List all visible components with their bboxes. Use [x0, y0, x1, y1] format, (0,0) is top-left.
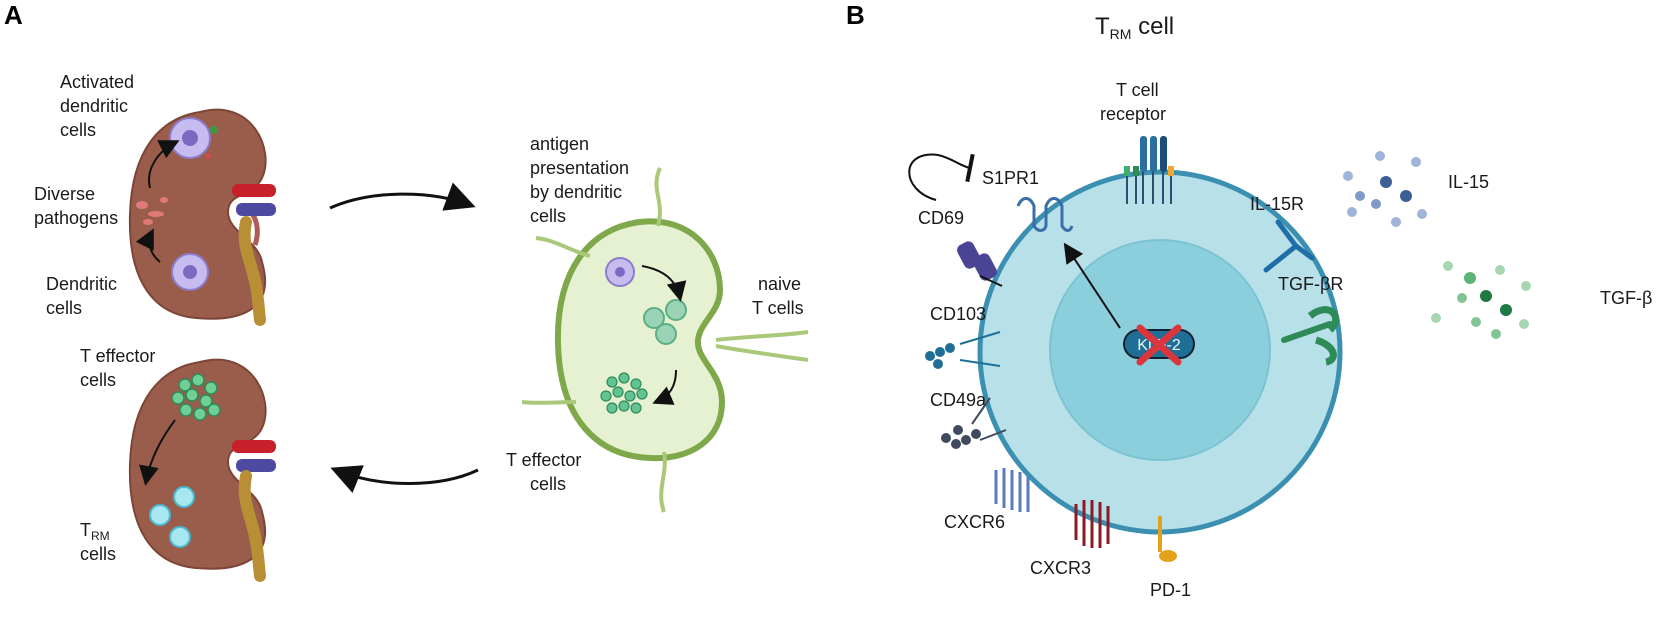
- artery-icon: [232, 184, 276, 197]
- label-diverse-pathogens: Diverse pathogens: [34, 184, 118, 228]
- lymph-node-effector-cells-icon: [600, 372, 648, 414]
- panel-a-label: A: [4, 0, 23, 30]
- kidney-top: [128, 108, 276, 326]
- t-effector-cells-icon: [171, 373, 221, 421]
- s1pr1-receptor-icon: [1016, 197, 1074, 232]
- pd1-receptor-icon: [1158, 516, 1177, 562]
- ureter-icon: [238, 216, 266, 326]
- cxcr3-receptor-icon: [1074, 500, 1110, 548]
- svg-text:antigen: antigen: [530, 134, 589, 154]
- kidney-bottom: [128, 358, 276, 582]
- klf2-blocked-icon: KLF-2: [1123, 324, 1195, 366]
- svg-text:pathogens: pathogens: [34, 208, 118, 228]
- svg-text:Activated: Activated: [60, 72, 134, 92]
- tgfbr-receptor-icon: [1281, 306, 1339, 366]
- svg-text:TRM: TRM: [80, 520, 110, 543]
- cd69-receptor-icon: [957, 241, 1003, 287]
- svg-text:cells: cells: [60, 120, 96, 140]
- label-cd49a: CD49a: [930, 390, 987, 410]
- arrow-kidney-to-lymph-node: [329, 182, 476, 211]
- label-naive-t-cells: naive T cells: [752, 274, 804, 318]
- arrow-lymph-node-to-kidney: [330, 465, 479, 493]
- svg-text:cells: cells: [80, 370, 116, 390]
- il15-cytokine-icon: [1343, 151, 1427, 227]
- cd103-integrin-icon: [925, 331, 1001, 369]
- svg-text:cells: cells: [80, 544, 116, 564]
- label-pd1: PD-1: [1150, 580, 1191, 600]
- label-t-cell-receptor: T cell receptor: [1100, 80, 1166, 124]
- label-t-effector-cells-left: T effector cells: [80, 346, 155, 390]
- cd69-inhibits-s1pr1: [908, 153, 975, 201]
- label-s1pr1: S1PR1: [982, 168, 1039, 188]
- arrow-klf2-to-s1pr1: [1063, 242, 1121, 329]
- svg-text:receptor: receptor: [1100, 104, 1166, 124]
- label-activated-dendritic-cells: Activated dendritic cells: [60, 72, 134, 140]
- il15r-receptor-icon: [1263, 219, 1315, 273]
- svg-text:cells: cells: [530, 206, 566, 226]
- svg-text:T cell: T cell: [1116, 80, 1159, 100]
- svg-text:dendritic: dendritic: [60, 96, 128, 116]
- label-tgfb: TGF-β: [1600, 288, 1652, 308]
- panel-b-label: B: [846, 0, 865, 30]
- svg-text:Diverse: Diverse: [34, 184, 95, 204]
- lymph-node: [521, 167, 809, 513]
- svg-text:by dendritic: by dendritic: [530, 182, 622, 202]
- label-t-effector-cells-right: T effector cells: [506, 450, 581, 494]
- vein-icon: [236, 203, 276, 216]
- pathogens-icon: [136, 197, 168, 225]
- svg-text:naive: naive: [758, 274, 801, 294]
- label-antigen-presentation: antigen presentation by dendritic cells: [530, 134, 629, 226]
- label-tgfbr: TGF-βR: [1278, 274, 1343, 294]
- label-il15: IL-15: [1448, 172, 1489, 192]
- tgfb-cytokine-icon: [1431, 261, 1531, 339]
- label-il15r: IL-15R: [1250, 194, 1304, 214]
- label-cxcr6: CXCR6: [944, 512, 1005, 532]
- svg-text:Dendritic: Dendritic: [46, 274, 117, 294]
- svg-text:T cells: T cells: [752, 298, 804, 318]
- cxcr6-receptor-icon: [994, 468, 1030, 512]
- label-cd69: CD69: [918, 208, 964, 228]
- label-dendritic-cells: Dendritic cells: [46, 274, 117, 318]
- trm-cell-title: TRM cell: [1095, 13, 1174, 42]
- svg-text:cells: cells: [46, 298, 82, 318]
- label-trm-cells: TRM cells: [80, 520, 116, 564]
- trm-cells-icon: [149, 486, 195, 548]
- cd49a-integrin-icon: [941, 397, 1007, 449]
- svg-text:presentation: presentation: [530, 158, 629, 178]
- svg-text:T effector: T effector: [506, 450, 581, 470]
- svg-text:T effector: T effector: [80, 346, 155, 366]
- label-cxcr3: CXCR3: [1030, 558, 1091, 578]
- label-cd103: CD103: [930, 304, 986, 324]
- t-cell-receptor-icon: [1124, 136, 1174, 204]
- naive-t-cells-icon: [643, 299, 687, 345]
- svg-text:cells: cells: [530, 474, 566, 494]
